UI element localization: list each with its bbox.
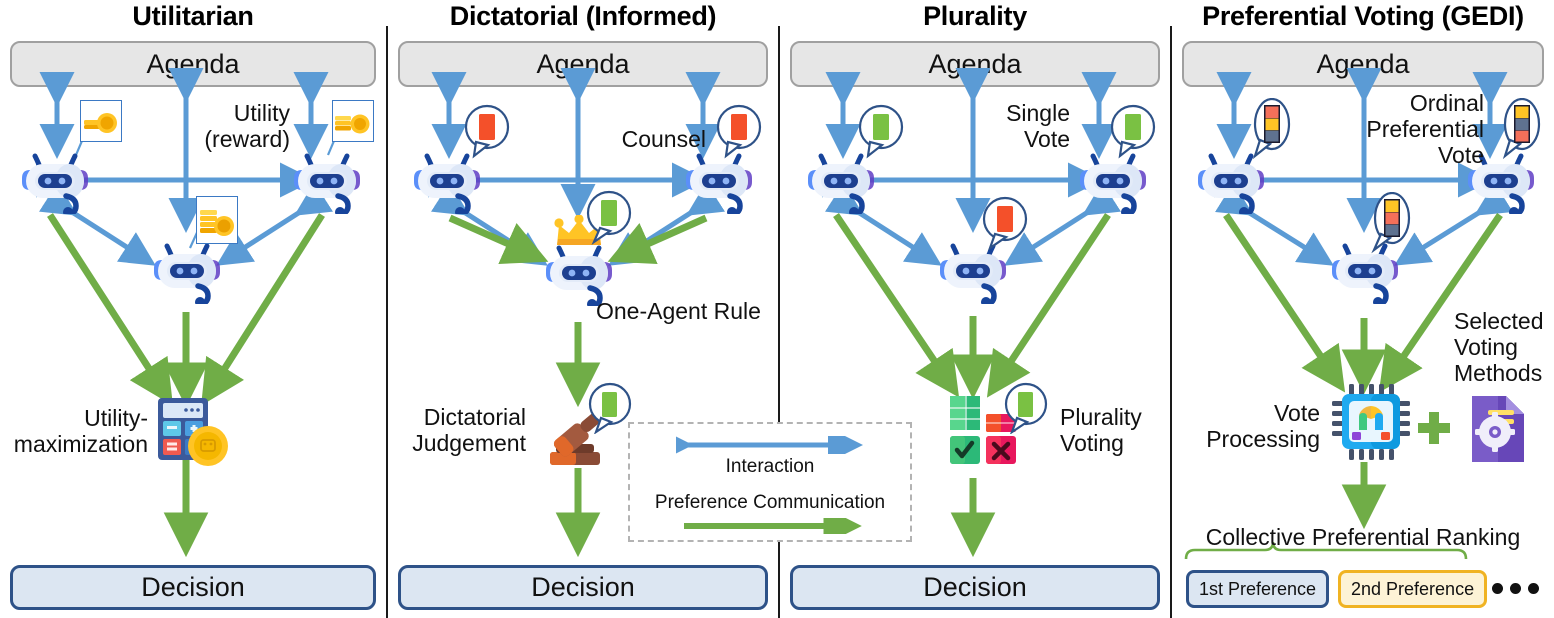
counsel-bubble-left bbox=[464, 104, 510, 159]
ballot-bubble-left bbox=[1252, 98, 1291, 160]
dictator-robot-center bbox=[542, 242, 616, 306]
panel-divider-2 bbox=[778, 26, 780, 618]
utility-box-center bbox=[196, 196, 238, 244]
judgement-bubble bbox=[588, 382, 632, 434]
agenda-box: Agenda bbox=[10, 41, 376, 87]
mechanism-label: Dictatorial Judgement bbox=[412, 404, 526, 456]
arrow-green-icon bbox=[684, 518, 862, 534]
utility-box-left bbox=[80, 100, 122, 142]
decision-box: Decision bbox=[398, 565, 768, 610]
agenda-box: Agenda bbox=[398, 41, 768, 87]
panel-title: Utilitarian bbox=[132, 1, 254, 31]
panel-gedi: Preferential Voting (GEDI) Agenda bbox=[1172, 0, 1554, 618]
calculator-coin-icon bbox=[158, 398, 228, 466]
agenda-label: Agenda bbox=[536, 48, 630, 79]
vote-bubble-center bbox=[982, 196, 1028, 251]
utility-box-right bbox=[332, 100, 374, 142]
one-agent-rule-label: One-Agent Rule bbox=[596, 298, 761, 324]
vote-bubble-right bbox=[1110, 104, 1156, 159]
preference-chip-label: 2nd Preference bbox=[1351, 578, 1475, 599]
decision-label: Decision bbox=[141, 572, 245, 602]
panel-utilitarian: Utilitarian Agenda bbox=[0, 0, 386, 618]
preference-chip-1[interactable]: 1st Preference bbox=[1186, 570, 1330, 608]
vote-tally-grid-icon bbox=[950, 396, 1016, 464]
plurality-connections bbox=[822, 68, 1122, 558]
ellipsis-icon bbox=[1492, 583, 1539, 594]
ballot-bubble-center bbox=[1371, 192, 1411, 254]
panel-title: Dictatorial (Informed) bbox=[449, 1, 717, 31]
panel-title: Plurality bbox=[923, 1, 1027, 31]
panel-plurality: Plurality Agenda bbox=[780, 0, 1170, 618]
mechanism-label: Plurality Voting bbox=[1060, 404, 1142, 456]
agent-robot-center bbox=[150, 240, 224, 304]
legend-preference-label: Preference Communication bbox=[654, 492, 886, 513]
ranking-label: Collective Preferential Ranking bbox=[1205, 524, 1521, 550]
agenda-label: Agenda bbox=[1316, 48, 1410, 79]
agenda-box: Agenda bbox=[790, 41, 1160, 87]
legend-box: Interaction Preference Communication bbox=[628, 422, 912, 542]
decision-label: Decision bbox=[923, 572, 1027, 602]
cpu-chip-icon bbox=[1332, 384, 1410, 460]
agenda-label: Agenda bbox=[928, 48, 1022, 79]
decision-label: Decision bbox=[531, 572, 635, 602]
double-arrow-blue-icon bbox=[676, 436, 864, 454]
signal-label: Ordinal Preferential Vote bbox=[1366, 90, 1484, 168]
agent-robot-left bbox=[18, 150, 92, 214]
panel-title: Preferential Voting (GEDI) bbox=[1202, 1, 1524, 31]
agent-robot-right bbox=[290, 150, 364, 214]
counsel-bubble-right bbox=[716, 104, 762, 159]
signal-label: Utility (reward) bbox=[204, 100, 290, 152]
agenda-label: Agenda bbox=[146, 48, 240, 79]
preference-chip-label: 1st Preference bbox=[1199, 578, 1317, 599]
utilitarian-connections bbox=[36, 68, 344, 558]
vote-bubble-left bbox=[858, 104, 904, 159]
signal-label: Counsel bbox=[621, 126, 706, 152]
panel-divider-3 bbox=[1170, 26, 1172, 618]
panel-dictatorial: Dictatorial (Informed) Agenda bbox=[388, 0, 912, 618]
dictator-bubble-center bbox=[586, 190, 632, 246]
signal-label: Single Vote bbox=[1006, 100, 1070, 152]
plurality-result-bubble bbox=[1004, 382, 1048, 434]
document-gear-icon bbox=[1472, 396, 1524, 462]
ballot-bubble-right bbox=[1502, 98, 1541, 160]
methods-label: Selected Voting Methods bbox=[1454, 308, 1544, 386]
mechanism-label: Vote Processing bbox=[1206, 400, 1320, 452]
decision-box: Decision bbox=[790, 565, 1160, 610]
legend-interaction-label: Interaction bbox=[725, 456, 815, 477]
plus-icon bbox=[1418, 412, 1450, 444]
decision-box: Decision bbox=[10, 565, 376, 610]
preference-chip-2[interactable]: 2nd Preference bbox=[1338, 570, 1488, 608]
panel-divider-1 bbox=[386, 26, 388, 618]
agenda-box: Agenda bbox=[1182, 41, 1544, 87]
mechanism-label: Utility- maximization bbox=[13, 405, 148, 457]
